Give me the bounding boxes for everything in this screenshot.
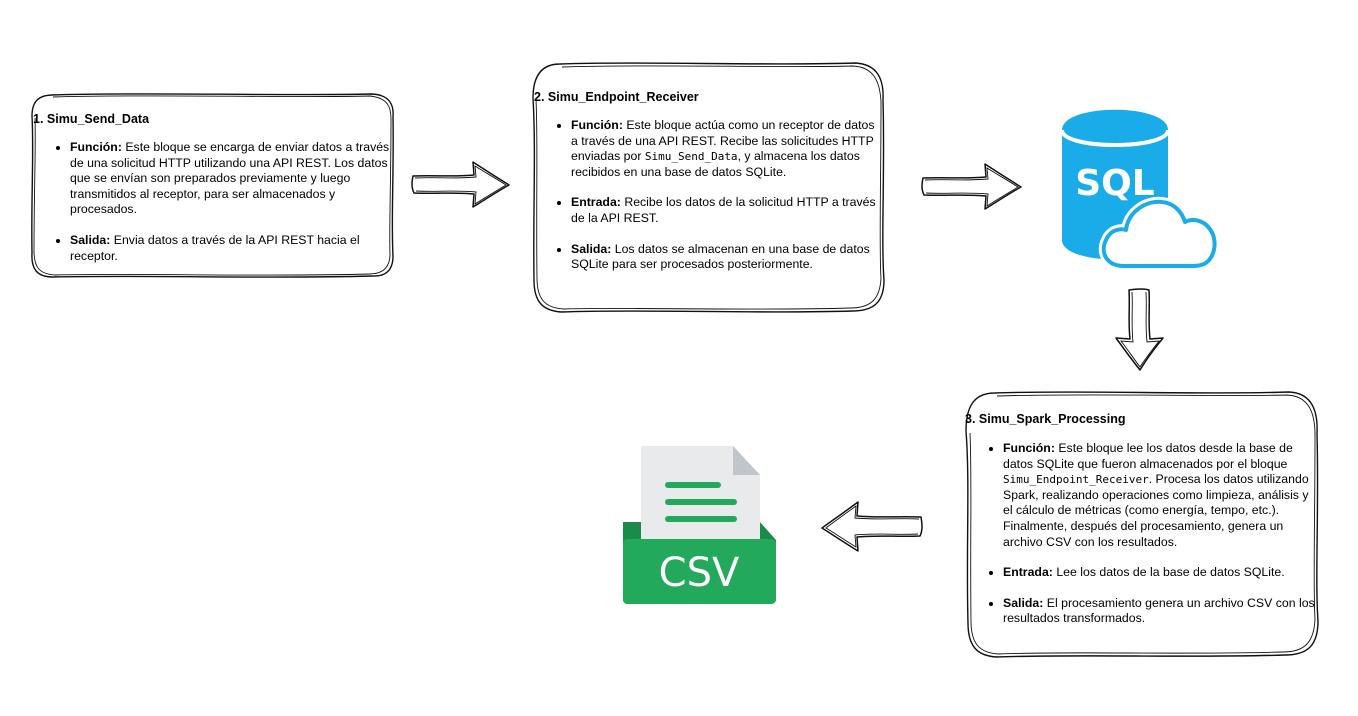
item-key: Función: [1003,441,1055,455]
list-item: Función: Este bloque lee los datos desde… [1003,441,1317,550]
csv-file-icon: CSV [623,446,776,604]
sql-label: SQL [1075,163,1154,204]
item-text: Lee los datos de la base de datos SQLite… [1056,565,1285,580]
list-item: Salida: Envia datos a través de la API R… [70,233,400,264]
block-frame [965,391,1319,658]
block-title: 1. Simu_Send_Data [33,112,150,126]
list-item: Entrada: Recibe los datos de la solicitu… [571,195,879,226]
arrow-right-icon [411,161,510,208]
item-key: Entrada: [571,195,621,210]
item-text: Este bloque lee los datos desde la base … [1003,441,1293,471]
block-title: 3. Simu_Spark_Processing [965,412,1126,426]
list-item: Salida: El procesamiento genera un archi… [1003,596,1317,627]
block-title: 2. Simu_Endpoint_Receiver [534,90,699,104]
item-code: Simu_Endpoint_Receiver [1003,473,1149,487]
block-frame [532,62,885,313]
item-key: Función: [571,118,623,132]
arrow-down-icon [1115,288,1164,371]
item-key: Entrada: [1003,565,1053,580]
item-key: Salida: [1003,595,1044,610]
csv-label: CSV [659,550,740,596]
item-key: Salida: [70,232,111,247]
block-item-list: Función: Este bloque actúa como un recep… [534,118,879,288]
item-text: Envia datos a través de la API REST haci… [70,232,360,263]
item-text: Este bloque actúa como un receptor de da… [571,118,875,164]
item-key: Función: [70,140,122,154]
block-item-list: Función: Este bloque se encarga de envia… [33,140,400,279]
arrow-right-icon [921,163,1022,210]
item-text: Este bloque se encarga de enviar datos a… [70,140,390,217]
block-frame [31,93,394,278]
item-code: Simu_Send_Data [644,150,738,164]
block-simu-spark-processing: 3. Simu_Spark_Processing Función: Este b… [963,389,1322,660]
item-key: Salida: [571,241,612,256]
list-item: Función: Este bloque actúa como un recep… [571,118,879,180]
block-item-list: Función: Este bloque lee los datos desde… [966,441,1317,642]
item-text: Recibe los datos de la solicitud HTTP a … [571,195,876,225]
block-simu-endpoint-receiver: 2. Simu_Endpoint_Receiver Función: Este … [530,60,887,315]
list-item: Entrada: Lee los datos de la base de dat… [1003,565,1317,581]
list-item: Salida: Los datos se almacenan en una ba… [571,242,879,273]
item-text: Los datos se almacenan en una base de da… [571,241,870,272]
block-simu-send-data: 1. Simu_Send_Data Función: Este bloque s… [29,91,396,280]
arrow-left-icon [821,501,923,552]
item-text: , y almacena los datos recibidos en una … [571,149,860,179]
item-text: . Procesa los datos utilizando Spark, re… [1003,472,1309,549]
item-text: El procesamiento genera un archivo CSV c… [1003,595,1315,626]
list-item: Función: Este bloque se encarga de envia… [70,140,400,218]
sql-database-cloud-icon: SQL [1060,109,1220,271]
